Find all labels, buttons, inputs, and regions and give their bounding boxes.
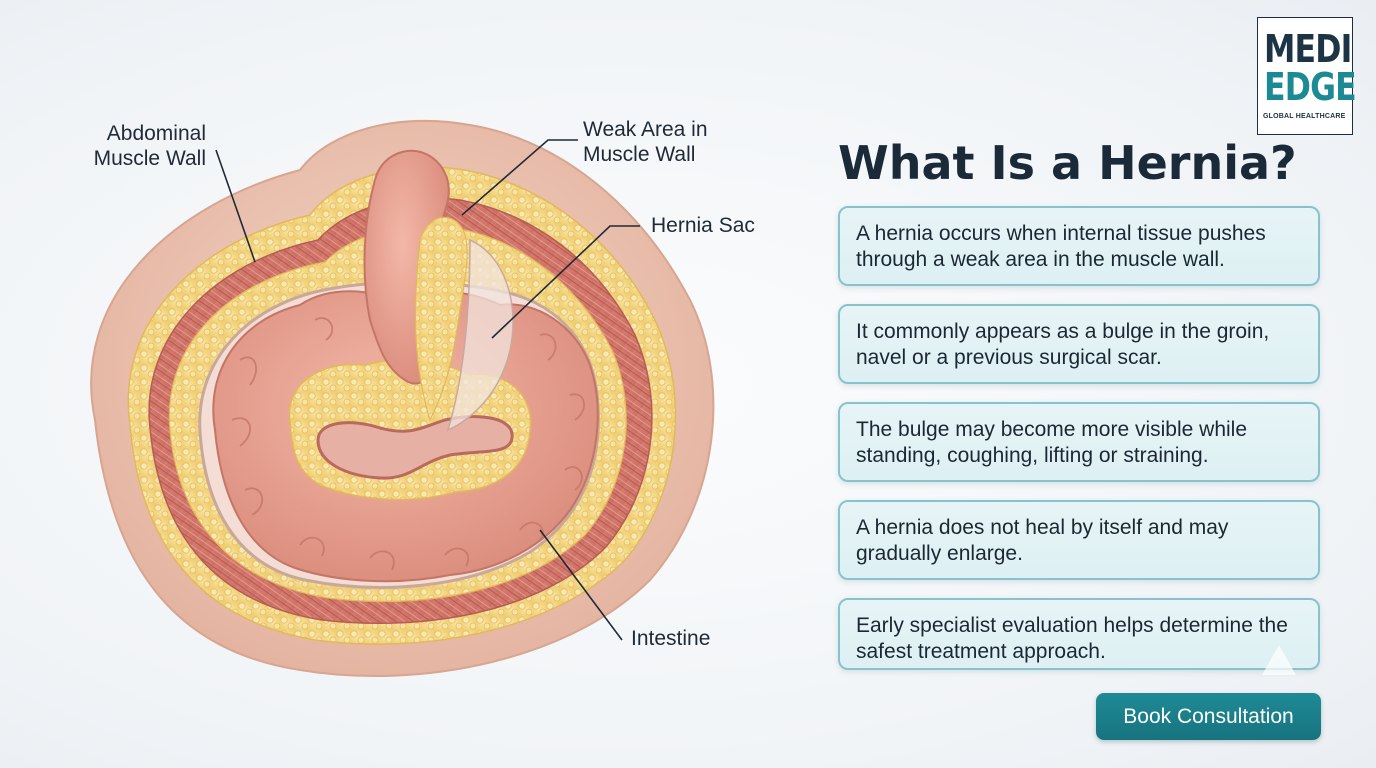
leader-line-abdominal-wall xyxy=(215,149,256,263)
leader-line-intestine xyxy=(539,529,623,641)
fact-card: A hernia does not heal by itself and may… xyxy=(838,500,1320,580)
label-abdominal-muscle-wall: Abdominal Muscle Wall xyxy=(93,122,206,170)
fact-text: A hernia occurs when internal tissue pus… xyxy=(856,222,1266,271)
leader-line-weak-area xyxy=(461,139,578,216)
fact-text: Early specialist evaluation helps determ… xyxy=(856,614,1288,663)
leader-line-hernia-sac xyxy=(491,225,640,339)
fact-text: The bulge may become more visible while … xyxy=(856,418,1248,467)
label-hernia-sac: Hernia Sac xyxy=(651,214,755,237)
book-consultation-button[interactable]: Book Consultation xyxy=(1096,693,1321,740)
logo-text-edge: EDGE xyxy=(1264,65,1357,109)
abdomen-cross-section xyxy=(90,119,715,677)
sparkle-watermark-icon xyxy=(1262,645,1296,675)
fact-card: The bulge may become more visible while … xyxy=(838,402,1320,482)
medi-edge-logo: MEDI EDGE GLOBAL HEALTHCARE xyxy=(1257,17,1357,135)
label-weak-area: Weak Area in Muscle Wall xyxy=(583,118,708,166)
fact-card: A hernia occurs when internal tissue pus… xyxy=(838,206,1320,286)
fact-text: It commonly appears as a bulge in the gr… xyxy=(856,320,1270,369)
intestine-folds xyxy=(231,317,585,571)
herniated-fat xyxy=(414,216,468,422)
leader-lines xyxy=(215,139,640,641)
intestine-lumen xyxy=(316,415,514,480)
hernia-illustration: Abdominal Muscle Wall Weak Area in Muscl… xyxy=(90,118,755,677)
hernia-sac xyxy=(446,238,514,432)
fact-text: A hernia does not heal by itself and may… xyxy=(856,516,1229,565)
label-intestine: Intestine xyxy=(631,627,711,650)
logo-subtitle: GLOBAL HEALTHCARE xyxy=(1263,113,1346,120)
page-title: What Is a Hernia? xyxy=(838,136,1297,190)
fact-card: Early specialist evaluation helps determ… xyxy=(838,598,1320,670)
logo-text-medi: MEDI xyxy=(1264,27,1352,71)
fact-card: It commonly appears as a bulge in the gr… xyxy=(838,304,1320,384)
